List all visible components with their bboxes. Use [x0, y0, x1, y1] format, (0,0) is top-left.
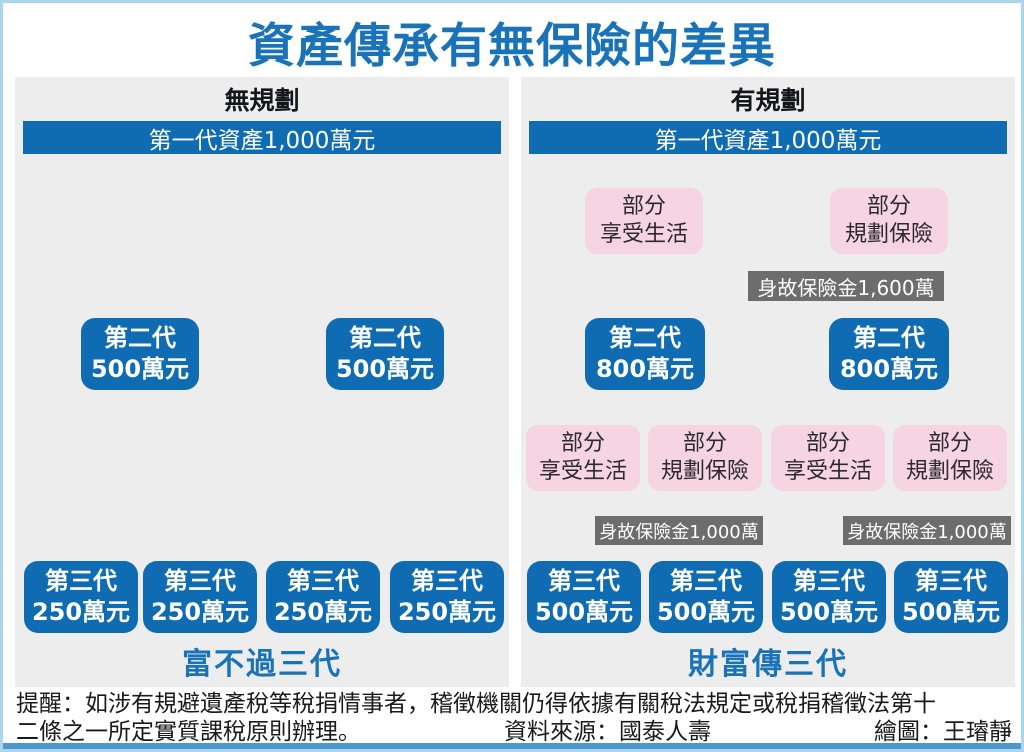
no-plan-gen3-box: 第三代 250萬元: [24, 561, 138, 633]
gen-label: 第二代: [104, 324, 176, 353]
with-plan-gen1-bar: 第一代資產1,000萬元: [529, 121, 1007, 154]
footer-source: 資料來源：國泰人壽: [504, 719, 711, 745]
gen-label: 第二代: [349, 324, 421, 353]
gen-value: 800萬元: [595, 355, 695, 383]
footer-note: 提醒：如涉有規避遺產稅等稅捐情事者，稽徵機關仍得依據有關稅法規定或稅捐稽徵法第十…: [16, 690, 1014, 746]
allocation-box-enjoy: 部分 享受生活: [585, 188, 703, 254]
gen-value: 500萬元: [901, 598, 1001, 626]
gen-value: 250萬元: [273, 598, 373, 626]
gen-value: 250萬元: [150, 598, 250, 626]
gen-value: 500萬元: [534, 598, 634, 626]
no-plan-gen3-box: 第三代 250萬元: [143, 561, 257, 633]
gen-label: 第三代: [287, 567, 359, 596]
allocation-line: 部分: [560, 430, 605, 456]
death-benefit-label: 身故保險金1,600萬: [748, 271, 944, 301]
gen-label: 第三代: [915, 567, 987, 596]
with-plan-gen2-box: 第二代 800萬元: [585, 318, 705, 390]
allocation-line: 部分: [866, 193, 911, 219]
with-plan-header: 有規劃: [730, 86, 806, 115]
with-plan-gen3-box: 第三代 500萬元: [772, 561, 886, 633]
allocation-line: 享受生活: [783, 459, 872, 484]
no-plan-gen2-box: 第二代 500萬元: [326, 318, 444, 390]
gen-value: 500萬元: [90, 355, 190, 383]
allocation-box-insure: 部分 規劃保險: [830, 188, 948, 254]
footer-credit: 繪圖：王璿靜: [874, 719, 1012, 745]
allocation-box-insure: 部分 規劃保險: [648, 425, 762, 491]
gen-label: 第三代: [793, 567, 865, 596]
gen-value: 500萬元: [779, 598, 879, 626]
gen-label: 第三代: [670, 567, 742, 596]
allocation-line: 規劃保險: [844, 222, 933, 247]
allocation-line: 部分: [927, 430, 972, 456]
with-plan-gen2-box: 第二代 800萬元: [829, 318, 949, 390]
gen-value: 250萬元: [397, 598, 497, 626]
gen-label: 第三代: [45, 567, 117, 596]
no-plan-gen1-bar: 第一代資產1,000萬元: [23, 121, 501, 154]
death-benefit-label: 身故保險金1,000萬: [595, 516, 763, 545]
no-plan-caption: 富不過三代: [182, 647, 342, 682]
gen-value: 500萬元: [656, 598, 756, 626]
with-plan-gen3-box: 第三代 500萬元: [894, 561, 1008, 633]
no-plan-gen3-box: 第三代 250萬元: [390, 561, 504, 633]
allocation-line: 部分: [621, 193, 666, 219]
allocation-box-insure: 部分 規劃保險: [893, 425, 1007, 491]
no-plan-header: 無規劃: [224, 86, 300, 115]
no-plan-panel: 無規劃 第一代資產1,000萬元 第二代 500萬元 第二代 500萬元 第三代…: [15, 77, 509, 687]
allocation-line: 部分: [682, 430, 727, 456]
gen-label: 第三代: [548, 567, 620, 596]
gen-label: 第二代: [609, 324, 681, 353]
allocation-line: 部分: [805, 430, 850, 456]
no-plan-gen2-box: 第二代 500萬元: [81, 318, 199, 390]
bottom-accent-bar: [3, 743, 1021, 749]
page-title: 資產傳承有無保險的差異: [248, 19, 776, 74]
with-plan-panel: 有規劃 第一代資產1,000萬元 部分 享受生活 部分 規劃保險 身故保險金1,…: [521, 77, 1015, 687]
gen-value: 250萬元: [31, 598, 131, 626]
allocation-line: 享受生活: [599, 222, 688, 247]
allocation-line: 規劃保險: [660, 459, 749, 484]
with-plan-gen3-box: 第三代 500萬元: [649, 561, 763, 633]
gen-label: 第三代: [411, 567, 483, 596]
gen-label: 第二代: [853, 324, 925, 353]
death-benefit-label: 身故保險金1,000萬: [843, 516, 1011, 545]
allocation-line: 享受生活: [538, 459, 627, 484]
gen-label: 第三代: [164, 567, 236, 596]
allocation-box-enjoy: 部分 享受生活: [771, 425, 885, 491]
footer-reminder-line2: 二條之一所定實質課稅原則辦理。: [16, 719, 361, 745]
gen-value: 800萬元: [839, 355, 939, 383]
allocation-box-enjoy: 部分 享受生活: [526, 425, 640, 491]
gen-value: 500萬元: [335, 355, 435, 383]
allocation-line: 規劃保險: [905, 459, 994, 484]
footer-reminder-line1: 提醒：如涉有規避遺產稅等稅捐情事者，稽徵機關仍得依據有關稅法規定或稅捐稽徵法第十: [16, 691, 936, 717]
with-plan-caption: 財富傳三代: [688, 647, 848, 682]
with-plan-gen3-box: 第三代 500萬元: [527, 561, 641, 633]
no-plan-gen3-box: 第三代 250萬元: [266, 561, 380, 633]
